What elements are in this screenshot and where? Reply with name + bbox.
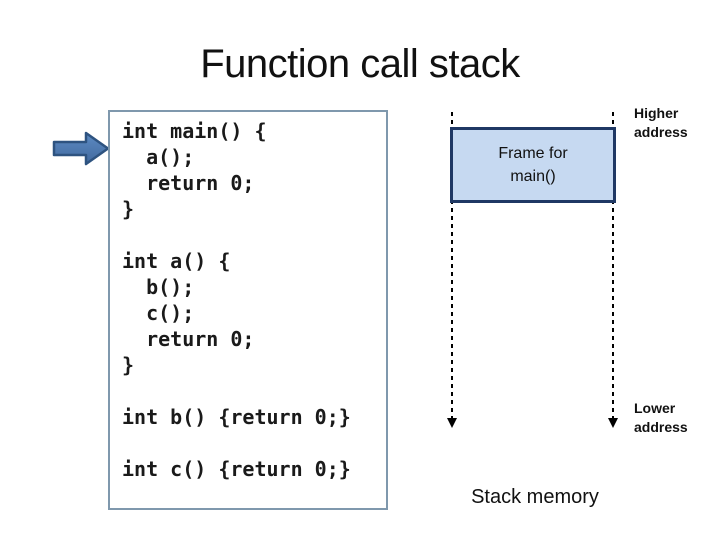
code-line: b(); [122, 275, 195, 299]
stack-extent-line-left [451, 112, 453, 418]
code-line: int b() {return 0;} [122, 405, 351, 429]
stack-extent-line-right [612, 112, 614, 418]
code-line: c(); [122, 301, 195, 325]
code-line: a(); [122, 145, 195, 169]
code-line: } [122, 197, 135, 221]
code-line [122, 378, 386, 404]
code-panel: int main() { a(); return 0; } int a() { … [108, 110, 388, 510]
slide-title: Function call stack [200, 42, 520, 86]
code-line: int a() { [122, 249, 231, 273]
code-line [122, 222, 386, 248]
code-line: int main() { [122, 119, 267, 143]
code-line: } [122, 353, 135, 377]
higher-address-label: Higher address [634, 105, 688, 140]
current-line-arrow-icon [52, 131, 110, 166]
down-arrowhead-left-icon [447, 418, 457, 428]
frame-main-label: Frame for main() [498, 145, 568, 185]
code-line: int c() {return 0;} [122, 457, 351, 481]
code-line: return 0; [122, 171, 255, 195]
down-arrowhead-right-icon [608, 418, 618, 428]
lower-address-label: Lower address [634, 400, 688, 435]
frame-main-box: Frame for main() [450, 127, 616, 203]
code-line [122, 430, 386, 456]
code-line: return 0; [122, 327, 255, 351]
stack-memory-label: Stack memory [471, 486, 599, 508]
